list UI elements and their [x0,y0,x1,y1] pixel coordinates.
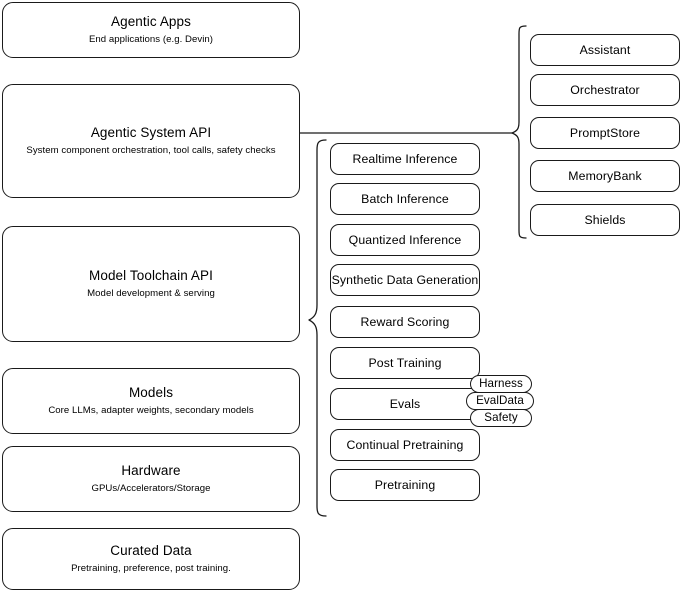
chip-label: Quantized Inference [348,233,462,247]
chip-label: Batch Inference [361,192,449,206]
system-component-memorybank[interactable]: MemoryBank [530,160,680,192]
layer-box-model-toolchain-api[interactable]: Model Toolchain API Model development & … [2,226,300,342]
chip-label: Shields [584,213,626,227]
layer-subtitle: System component orchestration, tool cal… [26,145,276,156]
layer-title: Models [128,385,174,400]
evals-badge-harness[interactable]: Harness [470,375,532,393]
chip-label: Post Training [368,356,442,370]
toolchain-component-reward-scoring[interactable]: Reward Scoring [330,306,480,338]
system-component-orchestrator[interactable]: Orchestrator [530,74,680,106]
toolchain-component-post-training[interactable]: Post Training [330,347,480,379]
connector-system-api-to-components [299,25,527,239]
layer-subtitle: End applications (e.g. Devin) [88,34,214,45]
layer-subtitle: Core LLMs, adapter weights, secondary mo… [48,405,254,416]
toolchain-component-evals[interactable]: Evals [330,388,480,420]
layer-title: Agentic System API [90,125,212,140]
chip-label: Orchestrator [570,83,640,97]
brace-toolchain-components [308,139,327,517]
layer-box-models[interactable]: Models Core LLMs, adapter weights, secon… [2,368,300,434]
brace-system-components [511,25,527,239]
chip-label: Reward Scoring [360,315,450,329]
toolchain-component-pretraining[interactable]: Pretraining [330,469,480,501]
toolchain-component-quantized-inference[interactable]: Quantized Inference [330,224,480,256]
chip-label: Continual Pretraining [346,438,464,452]
evals-badge-evaldata[interactable]: EvalData [466,392,534,410]
layer-box-hardware[interactable]: Hardware GPUs/Accelerators/Storage [2,446,300,512]
layer-title: Curated Data [110,543,192,558]
chip-label: PromptStore [569,126,641,140]
toolchain-component-continual-pretraining[interactable]: Continual Pretraining [330,429,480,461]
toolchain-component-synthetic-data-generation[interactable]: Synthetic Data Generation [330,264,480,296]
system-component-shields[interactable]: Shields [530,204,680,236]
toolchain-component-batch-inference[interactable]: Batch Inference [330,183,480,215]
layer-title: Model Toolchain API [89,268,213,283]
connector-toolchain-api-to-components [308,139,327,517]
evals-badge-safety[interactable]: Safety [470,409,532,427]
layer-box-agentic-apps[interactable]: Agentic Apps End applications (e.g. Devi… [2,2,300,58]
system-component-promptstore[interactable]: PromptStore [530,117,680,149]
badge-label: Safety [484,411,518,424]
layer-subtitle: GPUs/Accelerators/Storage [91,483,211,494]
layer-box-agentic-system-api[interactable]: Agentic System API System component orch… [2,84,300,198]
chip-label: Synthetic Data Generation [331,273,479,287]
layer-title: Agentic Apps [110,14,191,29]
chip-label: MemoryBank [568,169,642,183]
system-component-assistant[interactable]: Assistant [530,34,680,66]
chip-label: Assistant [579,43,631,57]
layer-subtitle: Pretraining, preference, post training. [71,563,231,574]
chip-label: Pretraining [374,478,436,492]
layer-box-curated-data[interactable]: Curated Data Pretraining, preference, po… [2,528,300,590]
badge-label: Harness [479,377,523,390]
layer-subtitle: Model development & serving [87,288,215,299]
chip-label: Realtime Inference [352,152,458,166]
layer-title: Hardware [121,463,181,478]
toolchain-component-realtime-inference[interactable]: Realtime Inference [330,143,480,175]
badge-label: EvalData [476,394,524,407]
chip-label: Evals [389,397,421,411]
